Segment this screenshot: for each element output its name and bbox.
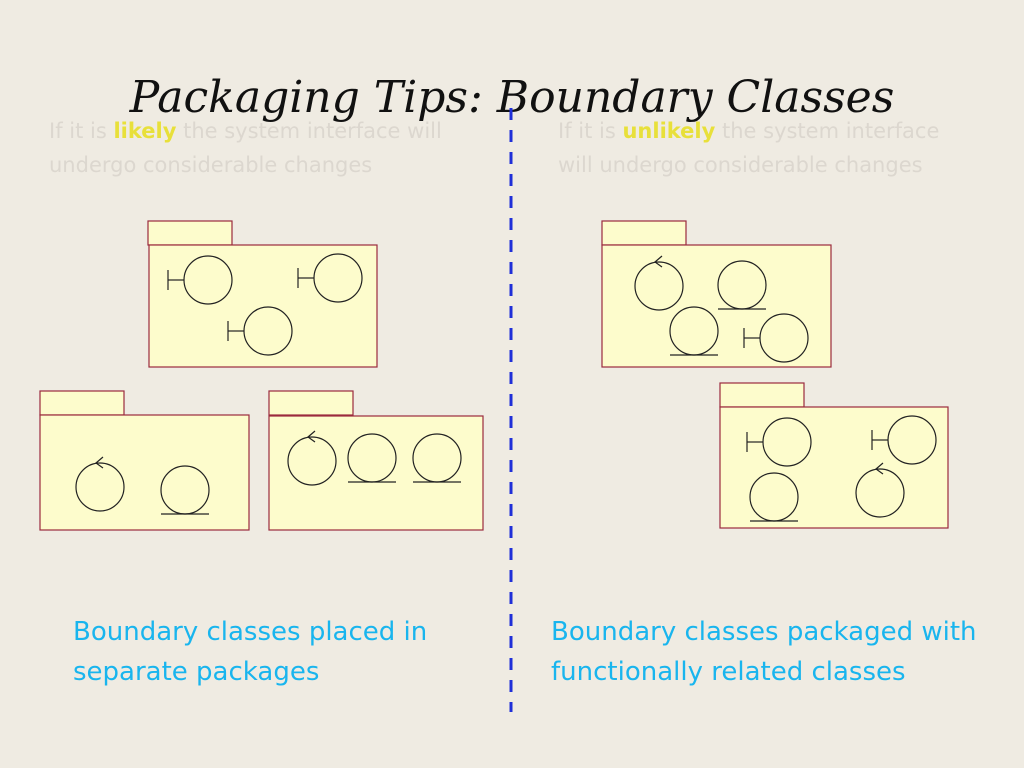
package-right-top — [601, 220, 832, 368]
left-condition-suffix: the system interface will undergo consid… — [49, 119, 442, 177]
right-condition-text: If it is unlikely the system interface w… — [558, 114, 978, 182]
package-left-bottom-b — [268, 390, 484, 531]
left-condition-keyword: likely — [113, 119, 177, 143]
left-condition-text: If it is likely the system interface wil… — [49, 114, 489, 182]
left-caption: Boundary classes placed in separate pack… — [73, 617, 428, 687]
right-condition-keyword: unlikely — [622, 119, 716, 143]
right-caption: Boundary classes packaged with functiona… — [551, 617, 977, 687]
left-condition-prefix: If it is — [49, 119, 114, 143]
right-condition-prefix: If it is — [558, 119, 623, 143]
package-left-bottom-a — [39, 390, 250, 531]
right-condition-suffix: the system interface will undergo consid… — [558, 119, 940, 177]
package-right-bottom — [719, 382, 949, 529]
package-left-top — [147, 220, 378, 368]
